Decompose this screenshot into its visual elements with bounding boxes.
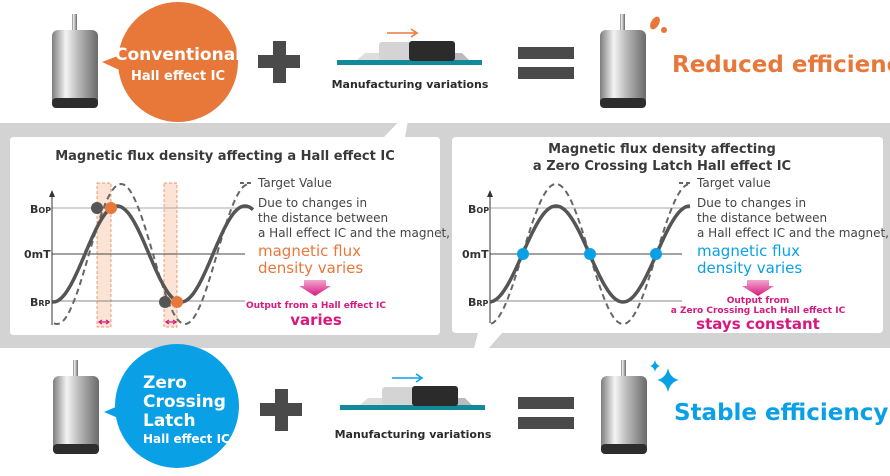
svg-text:Output from a Hall effect IC: Output from a Hall effect IC [246,301,386,311]
svg-text:varies: varies [290,311,342,329]
motor-icon [601,360,647,454]
svg-text:Zero: Zero [143,373,187,393]
svg-text:Hall effect IC: Hall effect IC [143,432,230,446]
conventional-bubble: Conventional Hall effect IC [102,2,241,122]
zero-cross-point [517,248,529,260]
svg-text:the distance between: the distance between [258,211,388,225]
chip-variation-icon [337,28,482,65]
motor-icon [53,360,99,454]
zero-cross-point [650,248,662,260]
switch-point-actual [171,296,183,308]
plus-icon [260,389,302,431]
svg-text:density varies: density varies [697,259,802,277]
svg-text:a Zero Crossing Lach Hall effe: a Zero Crossing Lach Hall effect IC [671,306,846,316]
svg-text:the distance between: the distance between [697,211,827,225]
svg-text:Latch: Latch [143,411,196,431]
svg-text:a Hall effect IC and the magne: a Hall effect IC and the magnet, [697,226,889,240]
svg-text:a Hall effect IC and the magne: a Hall effect IC and the magnet, [258,226,450,240]
svg-text:0mT: 0mT [24,248,51,261]
switch-point-target [159,296,171,308]
svg-text:density varies: density varies [258,259,363,277]
svg-text:Target value: Target value [696,176,771,190]
motor-icon [52,14,98,108]
down-arrow-icon [299,280,331,296]
motor-icon [600,14,646,108]
svg-text:magnetic flux: magnetic flux [697,242,800,260]
svg-text:BOP: BOP [468,203,489,216]
equals-icon [518,397,574,429]
variation-arrows [97,319,178,325]
target-curve [53,182,251,326]
zero-cross-point [584,248,596,260]
plus-icon [258,41,300,83]
result-label: Reduced efficiency [672,52,890,78]
switch-point-target [91,202,103,214]
condition-label: Manufacturing variations [335,428,492,441]
bubble-label: Conventional [115,45,241,65]
svg-text:Crossing: Crossing [143,392,226,412]
down-arrow-icon [742,280,774,296]
svg-text:BRP: BRP [30,296,51,309]
svg-text:Due to changes in: Due to changes in [258,196,367,210]
svg-text:a Zero Crossing Latch Hall eff: a Zero Crossing Latch Hall effect IC [533,159,791,174]
svg-text:Target Value: Target Value [257,176,332,190]
bubble-sublabel: Hall effect IC [131,69,225,84]
svg-text:Magnetic flux density affectin: Magnetic flux density affecting [548,142,776,157]
svg-text:stays constant: stays constant [696,315,820,333]
sparkle-icon [650,360,679,392]
splash-icon [650,16,667,33]
svg-text:Output from: Output from [727,296,790,306]
left-panel: Magnetic flux density affecting a Hall e… [10,110,450,335]
svg-text:0mT: 0mT [462,248,489,261]
condition-label: Manufacturing variations [332,78,489,91]
svg-text:magnetic flux: magnetic flux [258,242,361,260]
svg-text:BRP: BRP [468,296,489,309]
actual-curve [51,204,255,304]
chip-variation-icon [340,373,485,410]
result-label: Stable efficiency [674,400,888,426]
svg-text:Due to changes in: Due to changes in [697,196,806,210]
svg-text:BOP: BOP [30,203,51,216]
panel-title: Magnetic flux density affecting a Hall e… [55,149,395,164]
switch-point-actual [105,202,117,214]
zero-crossing-bubble: Zero Crossing Latch Hall effect IC [104,344,239,468]
right-panel: Magnetic flux density affecting a Zero C… [452,137,889,372]
equals-icon [518,47,574,79]
